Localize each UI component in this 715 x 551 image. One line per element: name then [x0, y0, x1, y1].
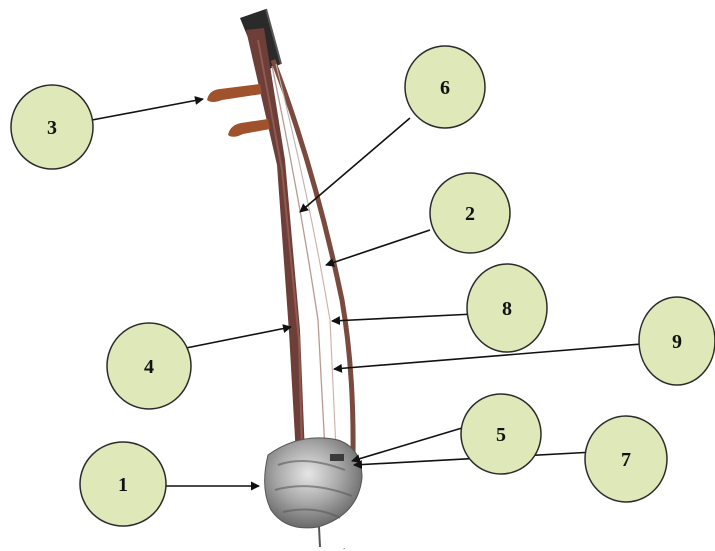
- callout-5: 5: [460, 393, 542, 475]
- callout-6-circle: [404, 45, 486, 129]
- instrument-spike: [318, 526, 321, 548]
- tick-mark: .: [343, 542, 345, 551]
- callout-1-label: 1: [118, 474, 128, 496]
- arrow-4: [185, 324, 292, 349]
- callout-2-circle: [429, 172, 511, 254]
- gourd-resonator: [264, 437, 363, 529]
- callout-4-circle: [106, 322, 192, 410]
- callout-8: 8: [466, 263, 548, 353]
- instrument-string-1: [271, 65, 326, 451]
- callout-7-label: 7: [621, 449, 631, 471]
- callout-1: 1: [79, 441, 167, 527]
- callout-4-label: 4: [144, 356, 154, 378]
- instrument-outer-rod: [270, 59, 356, 456]
- arrow-8: [331, 313, 475, 326]
- callout-2: 2: [429, 172, 511, 254]
- arrow-3: [91, 96, 204, 121]
- callout-3: 3: [10, 84, 94, 170]
- callout-5-label: 5: [496, 424, 506, 446]
- tuning-peg-lower: [228, 119, 270, 137]
- instrument-illustration: [207, 8, 363, 548]
- callout-8-circle: [466, 263, 548, 353]
- callout-3-label: 3: [47, 117, 57, 139]
- callout-8-label: 8: [502, 298, 512, 320]
- callout-6: 6: [404, 45, 486, 129]
- callout-7-circle: [584, 415, 668, 503]
- arrow-2: [325, 229, 431, 267]
- arrow-6: [299, 117, 411, 213]
- instrument-head-edge: [265, 8, 282, 65]
- callout-arrows: [91, 96, 643, 491]
- callout-5-circle: [460, 393, 542, 475]
- callout-1-circle: [79, 441, 167, 527]
- callout-9: 9: [638, 296, 715, 386]
- gourd-texture-a: [274, 460, 353, 519]
- callout-9-label: 9: [672, 331, 682, 353]
- callout-2-label: 2: [465, 203, 475, 225]
- callout-7: 7: [584, 415, 668, 503]
- callout-6-label: 6: [440, 77, 450, 99]
- instrument-neck-highlight: [257, 39, 303, 451]
- instrument-bridge: [330, 454, 344, 461]
- callout-4: 4: [106, 322, 192, 410]
- callout-3-circle: [10, 84, 94, 170]
- arrow-9: [333, 343, 643, 373]
- callout-9-circle: [638, 296, 715, 386]
- arrow-5: [351, 427, 463, 464]
- tuning-peg-upper: [207, 84, 262, 102]
- instrument-neck: [246, 28, 305, 456]
